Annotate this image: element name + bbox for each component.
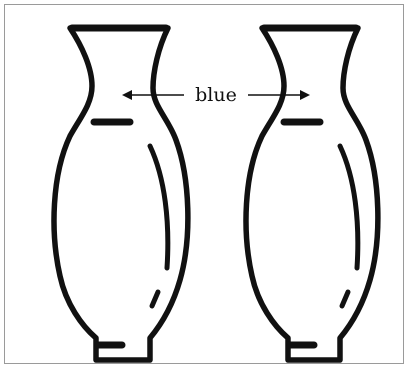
vase-left-shine-long [150, 146, 168, 268]
arrow-left-head [122, 90, 132, 100]
vase-right-outline [246, 28, 378, 360]
vase-left-outline [54, 28, 188, 360]
vase-right-shine-short [342, 292, 348, 306]
vase-left [54, 28, 188, 360]
arrow-right-head [300, 90, 310, 100]
vase-left-shine-short [152, 292, 158, 306]
vase-right-shine-long [340, 146, 358, 268]
label-blue: blue [195, 84, 237, 106]
vase-right [246, 28, 378, 360]
